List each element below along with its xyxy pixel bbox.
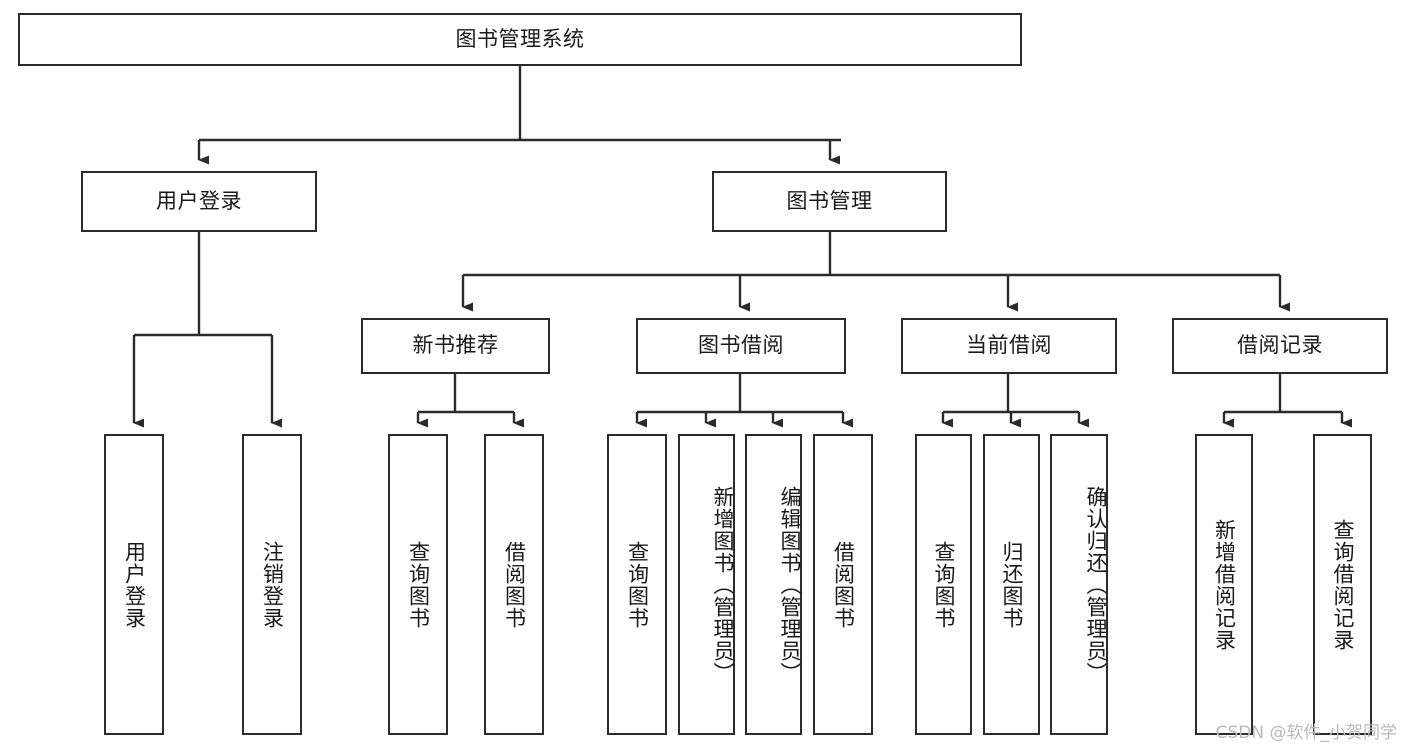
node-user-login-label: 用户登录	[156, 188, 242, 213]
node-current-borrow-label: 当前借阅	[966, 333, 1052, 358]
node-leaf-query-book-2-label: 查询图书	[625, 540, 650, 629]
node-new-book-recommend[interactable]: 新书推荐	[361, 318, 550, 374]
node-new-book-recommend-label: 新书推荐	[412, 333, 499, 358]
node-leaf-add-record[interactable]: 新增借阅记录	[1195, 434, 1253, 735]
node-leaf-borrow-book-1-label: 借阅图书	[502, 540, 527, 629]
node-user-login[interactable]: 用户登录	[81, 171, 317, 232]
node-leaf-user-login[interactable]: 用户登录	[104, 434, 164, 735]
node-leaf-query-book-2[interactable]: 查询图书	[607, 434, 667, 735]
node-leaf-query-record[interactable]: 查询借阅记录	[1313, 434, 1372, 735]
node-leaf-borrow-book-2[interactable]: 借阅图书	[813, 434, 873, 735]
node-leaf-confirm-return[interactable]: 确认归还（管理员）	[1050, 434, 1108, 735]
node-leaf-borrow-book-1[interactable]: 借阅图书	[484, 434, 544, 735]
node-leaf-add-record-label: 新增借阅记录	[1212, 518, 1237, 651]
node-leaf-return-book[interactable]: 归还图书	[983, 434, 1040, 735]
node-leaf-confirm-return-label: 确认归还（管理员）	[1084, 485, 1108, 684]
node-leaf-add-book[interactable]: 新增图书（管理员）	[678, 434, 735, 735]
node-current-borrow[interactable]: 当前借阅	[901, 318, 1117, 374]
node-book-manage-label: 图书管理	[786, 188, 873, 213]
node-leaf-edit-book[interactable]: 编辑图书（管理员）	[745, 434, 802, 735]
node-borrow-record-label: 借阅记录	[1237, 333, 1323, 358]
node-leaf-user-logout-label: 注销登录	[260, 540, 285, 629]
node-leaf-borrow-book-2-label: 借阅图书	[831, 540, 856, 629]
node-leaf-query-book-1-label: 查询图书	[406, 540, 431, 629]
node-borrow-record[interactable]: 借阅记录	[1172, 318, 1388, 374]
node-leaf-query-book-3-label: 查询图书	[932, 540, 956, 629]
node-book-borrow[interactable]: 图书借阅	[636, 318, 846, 374]
watermark-text: CSDN @软件_小贺同学	[1215, 723, 1397, 743]
node-leaf-return-book-label: 归还图书	[1000, 540, 1024, 629]
node-leaf-query-record-label: 查询借阅记录	[1331, 518, 1355, 651]
node-root[interactable]: 图书管理系统	[18, 13, 1022, 66]
node-leaf-user-login-label: 用户登录	[122, 540, 147, 629]
node-leaf-query-book-3[interactable]: 查询图书	[915, 434, 972, 735]
node-leaf-edit-book-label: 编辑图书（管理员）	[778, 485, 802, 684]
node-book-manage[interactable]: 图书管理	[712, 171, 947, 232]
node-root-label: 图书管理系统	[455, 26, 585, 51]
node-leaf-add-book-label: 新增图书（管理员）	[711, 485, 735, 684]
node-leaf-user-logout[interactable]: 注销登录	[242, 434, 302, 735]
node-book-borrow-label: 图书借阅	[698, 333, 784, 358]
node-leaf-query-book-1[interactable]: 查询图书	[388, 434, 448, 735]
